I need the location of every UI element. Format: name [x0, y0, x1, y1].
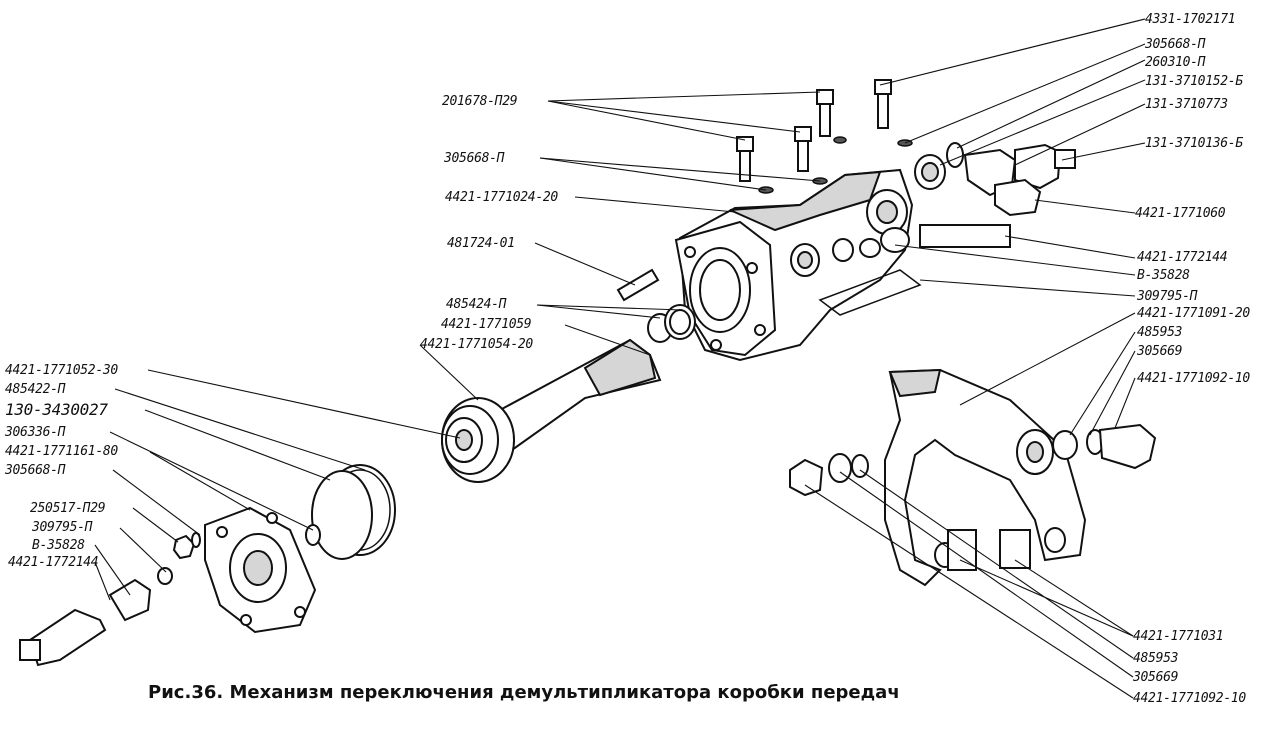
callout-label: 305668-П [1145, 37, 1206, 52]
callout-label: 4421-1771091-20 [1137, 306, 1250, 321]
callout-label: 305669 [1133, 670, 1179, 685]
callout-label: 131-3710773 [1145, 97, 1228, 112]
callout-label: 309795-П [32, 520, 93, 535]
cover-o-rings [305, 464, 396, 560]
callout-label: 485953 [1133, 651, 1179, 666]
callout-label: 305669 [1137, 344, 1183, 359]
figure-caption: Рис.36. Механизм переключения демультипл… [148, 682, 900, 703]
callout-label: 305668-П [5, 463, 66, 478]
callout-label: 481724-01 [447, 236, 515, 251]
callout-label: 305668-П [444, 151, 505, 166]
callout-label: 4331-1702171 [1145, 12, 1236, 27]
switch-assembly [859, 142, 1076, 258]
callout-label: 4421-1771059 [441, 317, 532, 332]
callout-label: В-35828 [32, 538, 85, 553]
callout-label: 4421-1771060 [1135, 206, 1226, 221]
seal-rings [647, 304, 696, 343]
callout-label: 4421-1772144 [8, 555, 99, 570]
callout-label: 306336-П [5, 425, 66, 440]
piston-rod [441, 338, 662, 483]
callout-label: 309795-П [1137, 289, 1198, 304]
callout-label: 485953 [1137, 325, 1183, 340]
callout-label: 260310-П [1145, 55, 1206, 70]
cylinder-cover [204, 506, 317, 634]
callout-label: 485424-П [446, 297, 507, 312]
leader-lines [94, 18, 1146, 699]
callout-label: 4421-1771024-20 [445, 190, 558, 205]
callout-label: 4421-1771052-30 [5, 363, 118, 378]
callout-label: 4421-1771092-10 [1133, 691, 1246, 706]
callout-label: 131-3710136-Б [1145, 136, 1243, 151]
callout-label: 4421-1771092-10 [1137, 371, 1250, 386]
stud [616, 268, 660, 302]
callout-label: 4421-1772144 [1137, 250, 1228, 265]
callout-label: 130-3430027 [5, 400, 108, 419]
callout-label: 131-3710152-Б [1145, 74, 1243, 89]
fork-screws [789, 423, 1157, 497]
shift-housing [674, 168, 922, 362]
shift-fork [884, 368, 1087, 587]
callout-label: 201678-П29 [442, 94, 518, 109]
callout-label: 250517-П29 [30, 501, 106, 516]
callout-label: В-35828 [1137, 268, 1190, 283]
callout-label: 4421-1771161-80 [5, 444, 118, 459]
fitting-parts [19, 532, 201, 667]
callout-label: 485422-П [5, 382, 66, 397]
callout-label: 4421-1771031 [1133, 629, 1224, 644]
housing-bolts [736, 79, 913, 194]
callout-label: 4421-1771054-20 [420, 337, 533, 352]
